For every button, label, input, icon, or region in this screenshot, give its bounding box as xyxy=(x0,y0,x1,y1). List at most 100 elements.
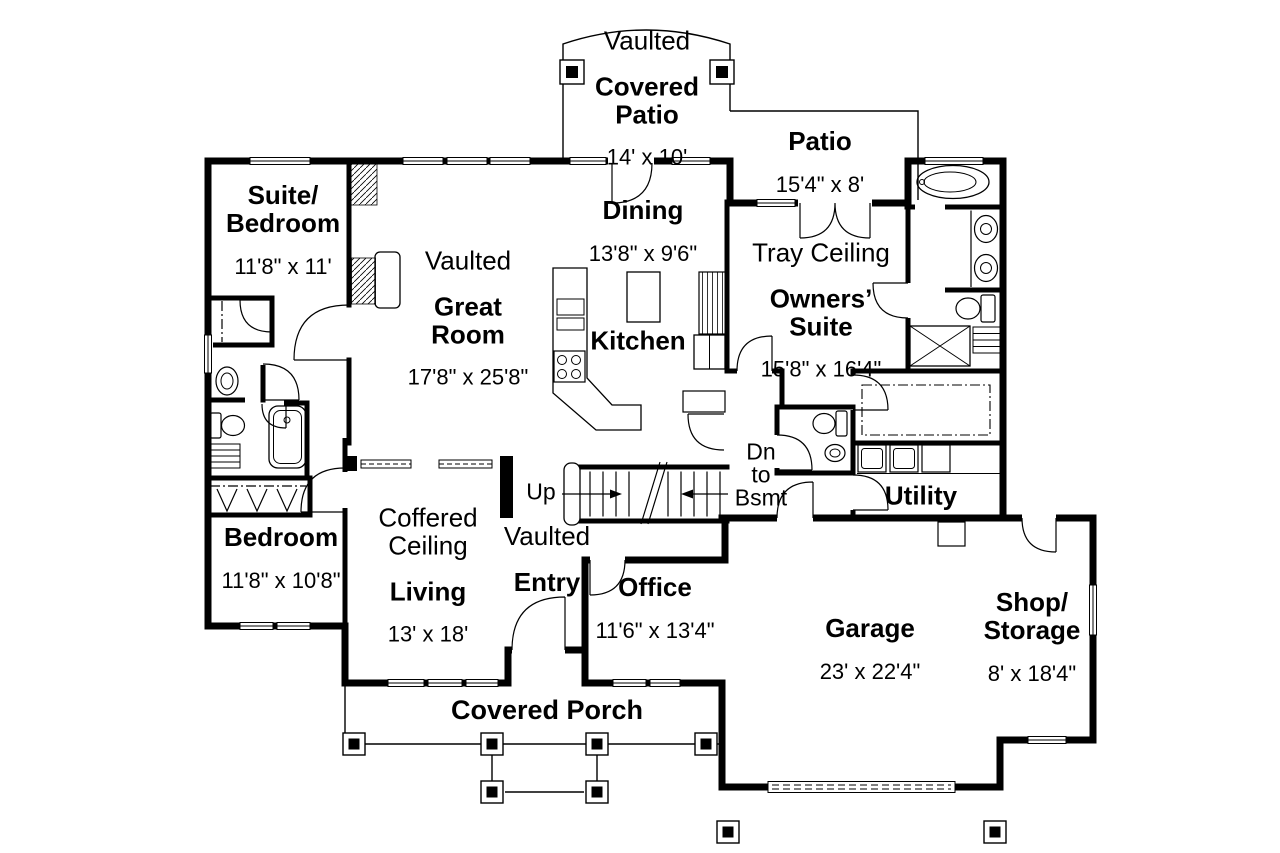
room-name: Covered Porch xyxy=(450,695,644,726)
interior-walls xyxy=(204,161,1003,626)
room-label-living: Coffered Ceiling Living 13' x 18' xyxy=(378,486,477,663)
suite-hall-door xyxy=(293,304,350,361)
shop-door xyxy=(1021,517,1057,553)
garage-door xyxy=(767,781,956,793)
room-label-shop-storage: Shop/ Storage 8' x 18'4" xyxy=(984,571,1081,703)
room-dims: 17'8" x 25'8" xyxy=(407,364,529,390)
sink-icon xyxy=(215,366,239,396)
post-icon xyxy=(585,780,609,804)
room-label-office: Office 11'6" x 13'4" xyxy=(595,556,714,660)
room-label-utility: Utility xyxy=(885,465,957,528)
front-entry-door xyxy=(511,596,566,651)
stairs-down-label: Dn to Bsmt xyxy=(734,438,788,511)
room-label-owners-suite: Tray Ceiling Owners’ Suite 15'8" x 16'4" xyxy=(752,221,890,398)
closet-details xyxy=(210,301,991,513)
utility-counter xyxy=(921,444,951,473)
sink-icon xyxy=(824,443,846,463)
room-name: Covered Patio xyxy=(594,71,700,130)
room-dims: 8' x 18'4" xyxy=(987,660,1077,686)
garage-step xyxy=(937,521,966,547)
room-name: Great Room xyxy=(431,291,505,350)
room-prefix: Tray Ceiling xyxy=(752,237,890,268)
room-name: Dining xyxy=(602,195,684,226)
doors xyxy=(239,162,1057,651)
kitchen-fixtures xyxy=(552,267,727,431)
bathtub-icon xyxy=(916,164,990,200)
dining-patio-door xyxy=(611,162,653,204)
post-icon xyxy=(585,732,609,756)
kitchen-island xyxy=(626,271,661,323)
post-icon xyxy=(559,59,585,85)
post-icon xyxy=(716,820,740,844)
room-dims: 11'8" x 11' xyxy=(234,253,332,279)
post-icon xyxy=(983,820,1007,844)
colonnade xyxy=(343,456,513,518)
down-arrow-head xyxy=(681,489,693,499)
room-dims: 14' x 10' xyxy=(606,144,688,170)
post-icon xyxy=(342,732,366,756)
clothes-hangers-icon xyxy=(216,488,298,513)
garage-entry-door xyxy=(776,481,814,519)
powder-room-fixtures xyxy=(812,410,848,463)
room-label-entry: Vaulted Entry xyxy=(504,505,590,613)
patio-outline xyxy=(730,110,919,200)
room-name: Kitchen xyxy=(590,325,686,356)
room-label-covered-porch: Covered Porch xyxy=(451,679,643,743)
sink-icon xyxy=(973,253,999,283)
stair-break-line xyxy=(640,461,668,525)
room-label-patio: Patio 15'4" x 8' xyxy=(776,110,864,214)
walkin-closet-rod xyxy=(861,384,991,436)
sink-icon xyxy=(973,214,999,244)
room-name: Entry xyxy=(513,566,581,597)
patio-french-doors xyxy=(799,202,871,239)
room-name: Patio xyxy=(788,126,852,157)
toilet-icon xyxy=(209,412,222,439)
powder-door xyxy=(776,434,813,471)
owners-suite-door xyxy=(736,335,773,372)
room-label-kitchen: Kitchen xyxy=(590,310,685,373)
utility-door xyxy=(852,474,889,511)
room-prefix: Vaulted xyxy=(503,521,591,552)
office-door xyxy=(589,559,626,596)
room-dims: 15'4" x 8' xyxy=(775,171,865,197)
room-name: Bedroom xyxy=(223,522,339,553)
room-label-bedroom: Bedroom 11'8" x 10'8" xyxy=(221,506,340,610)
stairs xyxy=(562,461,728,526)
owners-bath-door xyxy=(872,282,909,319)
room-label-covered-patio: Vaulted Covered Patio 14' x 10' xyxy=(595,9,699,186)
room-name: Shop/ Storage xyxy=(983,587,1081,646)
covered-patio-outline xyxy=(562,29,731,161)
room-name: Garage xyxy=(825,613,915,644)
room-dims: 13' x 18' xyxy=(387,621,469,647)
room-dims: 15'8" x 16'4" xyxy=(760,356,882,382)
room-dims: 23' x 22'4" xyxy=(819,658,921,684)
tub-room-door xyxy=(261,403,287,429)
room-dims: 13'8" x 9'6" xyxy=(588,240,698,266)
room-name: Owners’ Suite xyxy=(769,283,873,342)
room-prefix: Coffered Ceiling xyxy=(378,502,478,561)
kitchen-sink xyxy=(556,298,585,316)
toilet-icon xyxy=(980,294,996,323)
hall-bath-fixtures xyxy=(208,366,307,469)
stairs-up-label: Up xyxy=(526,478,556,505)
room-dims: 11'6" x 13'4" xyxy=(595,617,715,643)
room-dims: 11'8" x 10'8" xyxy=(221,567,341,593)
post-icon xyxy=(480,732,504,756)
up-arrow-head xyxy=(610,489,622,499)
post-icon xyxy=(709,59,735,85)
bathtub-icon xyxy=(268,405,307,469)
fireplace-icon xyxy=(350,162,401,309)
kitchen-cabinet xyxy=(682,390,726,413)
room-name: Suite/ Bedroom xyxy=(225,180,341,239)
window-center-lines xyxy=(207,160,1094,741)
utility-fixtures xyxy=(857,444,1000,547)
porch-posts xyxy=(342,59,1007,844)
kitchen-hall-door xyxy=(687,413,725,451)
shower-icon xyxy=(909,325,971,367)
porch-outline xyxy=(344,686,722,793)
room-label-great-room: Vaulted Great Room 17'8" x 25'8" xyxy=(408,229,529,406)
post-icon xyxy=(480,780,504,804)
room-prefix: Vaulted xyxy=(424,245,512,276)
